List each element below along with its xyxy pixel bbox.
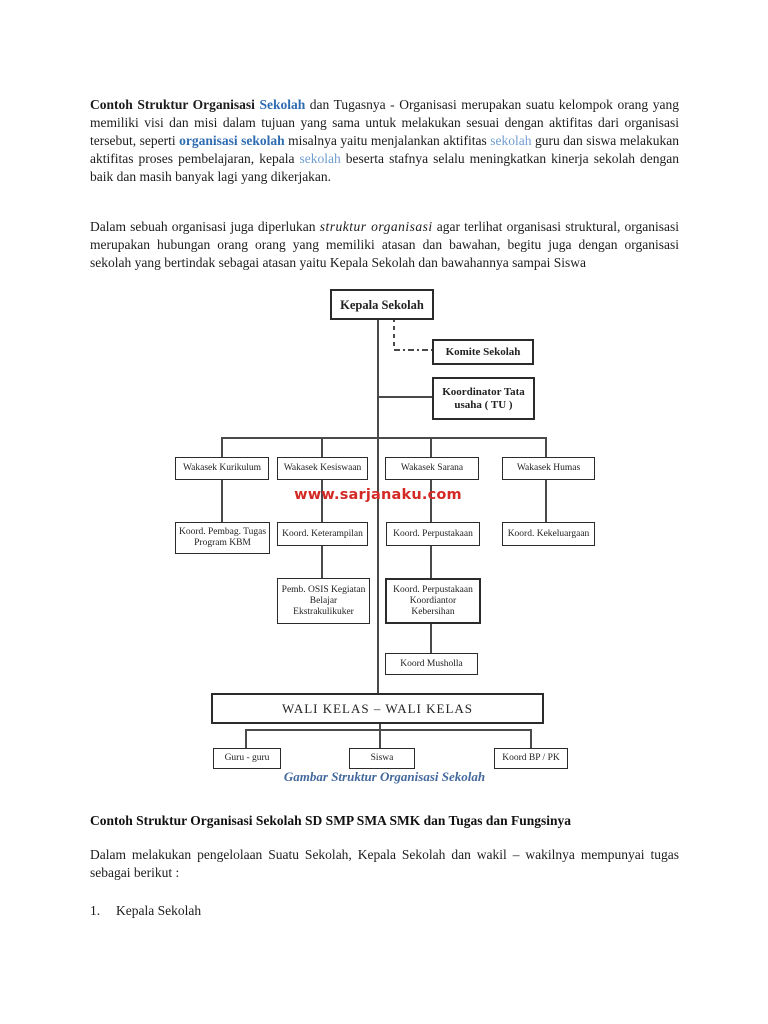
node-guru-guru: Guru - guru [213, 748, 281, 769]
connector-drop-bp [530, 729, 532, 748]
second-paragraph: Dalam sebuah organisasi juga diperlukan … [90, 218, 679, 272]
connector-stub-humas [545, 437, 547, 457]
figure-caption: Gambar Struktur Organisasi Sekolah [283, 769, 486, 784]
connector-drop-kebersihan [430, 544, 432, 578]
list-number: 1. [90, 903, 101, 918]
node-komite-sekolah: Komite Sekolah [432, 339, 534, 365]
connector-bottom-horizontal [245, 729, 532, 731]
node-kepala-sekolah: Kepala Sekolah [330, 289, 434, 320]
node-koord-kebersihan: Koord. Perpustakaan Koordiantor Kebersih… [385, 578, 481, 624]
node-koord-musholla: Koord Musholla [385, 653, 478, 675]
intro-text-2: misalnya yaitu menjalankan aktifitas [284, 133, 491, 148]
connector-drop-guru [245, 729, 247, 748]
connector-drop-perpustakaan [430, 478, 432, 522]
link-organisasi-sekolah[interactable]: organisasi sekolah [179, 133, 285, 148]
section-heading: Contoh Struktur Organisasi Sekolah SD SM… [90, 813, 572, 828]
list-item-1: 1. Kepala Sekolah [90, 903, 201, 919]
intro-paragraph: Contoh Struktur Organisasi Sekolah dan T… [90, 96, 679, 186]
node-koord-perpustakaan: Koord. Perpustakaan [386, 522, 480, 546]
node-wakasek-kurikulum: Wakasek Kurikulum [175, 457, 269, 480]
intro-bold-title: Contoh Struktur Organisasi [90, 97, 260, 112]
node-koord-keterampilan: Koord. Keterampilan [277, 522, 368, 546]
connector-drop-kekeluargaan [545, 478, 547, 522]
intro-text-3: guru dan siswa melakukan aktifitas prose… [90, 133, 679, 166]
connector-tatausaha [379, 396, 432, 398]
node-siswa: Siswa [349, 748, 415, 769]
connector-stub-sarana [430, 437, 432, 457]
connector-drop-musholla [430, 620, 432, 653]
node-koordinator-tata-usaha: Koordinator Tata usaha ( TU ) [432, 377, 535, 420]
node-koord-bp-pk: Koord BP / PK [494, 748, 568, 769]
link-sekolah-2[interactable]: sekolah [490, 133, 532, 148]
link-sekolah-3[interactable]: sekolah [299, 151, 341, 166]
sarjanaku-watermark: www.sarjanaku.com [294, 487, 462, 503]
para2-text-2: agar terlihat organisasi struktural, org… [90, 219, 679, 270]
list-label: Kepala Sekolah [116, 903, 202, 918]
connector-stub-kesiswaan [321, 437, 323, 457]
node-wakasek-sarana: Wakasek Sarana [385, 457, 479, 480]
node-pemb-osis: Pemb. OSIS Kegiatan Belajar Ekstrakuliku… [277, 578, 370, 624]
third-paragraph: Dalam melakukan pengelolaan Suatu Sekola… [90, 847, 679, 880]
connector-stub-kurikulum [221, 437, 223, 457]
node-wali-kelas: WALI KELAS – WALI KELAS [211, 693, 544, 724]
intro-text-4: beserta stafnya selalu meningkatkan kine… [90, 151, 679, 184]
node-koord-kekeluargaan: Koord. Kekeluargaan [502, 522, 595, 546]
connector-main-vertical [377, 316, 379, 693]
connector-wakasek-horizontal [221, 437, 547, 439]
connector-dashed-vertical [393, 318, 395, 350]
para2-italic: struktur organisasi [319, 219, 433, 234]
link-sekolah-1[interactable]: Sekolah [259, 97, 306, 112]
connector-drop-pembag [221, 478, 223, 522]
node-koord-pembag-tugas: Koord. Pembag. Tugas Program KBM [175, 522, 270, 554]
node-wakasek-kesiswaan: Wakasek Kesiswaan [277, 457, 368, 480]
connector-drop-keterampilan [321, 478, 323, 522]
connector-wali-drop [379, 720, 381, 748]
connector-drop-osis [321, 544, 323, 578]
para2-text-1: Dalam sebuah organisasi juga diperlukan [90, 219, 320, 234]
node-wakasek-humas: Wakasek Humas [502, 457, 595, 480]
connector-dashdot-komite [394, 349, 432, 351]
intro-text-1: dan Tugasnya - Organisasi merupakan suat… [90, 97, 679, 148]
